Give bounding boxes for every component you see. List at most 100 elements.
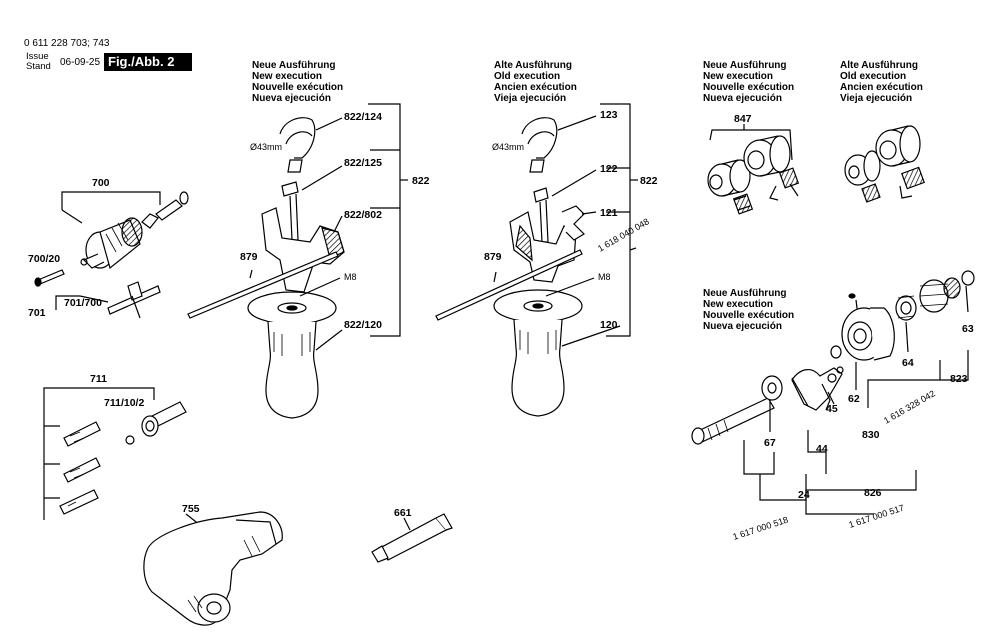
label-63: 63 — [962, 323, 974, 335]
label-711: 711 — [90, 373, 107, 385]
bearing-set-new-group — [707, 124, 800, 215]
header-line: Ancien exécution — [840, 82, 923, 93]
bearing-set-old-group — [844, 125, 925, 203]
label-62: 62 — [848, 393, 860, 405]
header-line: Old execution — [840, 71, 907, 82]
header-line: Neue Ausführung — [703, 60, 787, 71]
phillips-bit-icon — [63, 457, 101, 483]
screw-icon — [34, 269, 65, 287]
depth-rod-icon — [435, 249, 583, 321]
header-line: Alte Ausführung — [494, 60, 572, 71]
label-64: 64 — [902, 357, 914, 369]
bracket-847 — [709, 129, 793, 161]
label-m8-new: M8 — [344, 272, 357, 282]
header-old-execution-2: Alte Ausführung Old execution Ancien exé… — [840, 60, 923, 104]
bracket-701 — [55, 295, 80, 310]
label-830: 830 — [862, 429, 880, 441]
header-line: Nueva ejecución — [703, 321, 782, 332]
gear-icon — [919, 270, 975, 313]
retaining-ring-icon — [125, 435, 135, 445]
label-1617000518: 1 617 000 518 — [732, 515, 790, 542]
label-1618040048: 1 618 040 048 — [596, 216, 651, 253]
issue-label: Issue — [26, 51, 49, 62]
label-700: 700 — [92, 177, 110, 189]
label-45: 45 — [826, 403, 838, 415]
bracket-711 — [43, 387, 155, 520]
label-879-old: 879 — [484, 251, 502, 263]
bracket-822-new — [368, 103, 401, 337]
bit-holder-icon — [141, 401, 187, 437]
auxiliary-handle-old-group — [435, 103, 638, 417]
header-new-execution-3: Neue Ausführung New execution Nouvelle e… — [703, 288, 794, 332]
label-701-700: 701/700 — [64, 297, 102, 309]
chuck-key-icon — [107, 281, 161, 319]
clamp-band-icon — [279, 117, 343, 173]
bracket-822-old — [600, 103, 631, 337]
figure-badge: Fig./Abb. 2 — [104, 53, 192, 71]
figure-label: Fig./Abb. 2 — [108, 54, 175, 69]
bearing-ring-icon — [875, 125, 921, 167]
side-handle-icon — [247, 277, 343, 419]
spindle-icon — [691, 397, 775, 445]
header-line: Neue Ausführung — [703, 288, 787, 299]
header-line: New execution — [252, 71, 323, 82]
header-line: Neue Ausführung — [252, 60, 336, 71]
label-847: 847 — [734, 113, 752, 125]
label-701: 701 — [28, 307, 46, 319]
gear-shaft-assembly — [691, 270, 975, 515]
label-755: 755 — [182, 503, 200, 515]
header-line: Nouvelle exécution — [703, 82, 795, 93]
header-line: New execution — [703, 71, 774, 82]
depth-rod-icon — [187, 251, 339, 319]
label-122: 122 — [600, 163, 618, 175]
drill-chuck-group — [34, 191, 189, 319]
label-diameter-43-old: Ø43mm — [492, 142, 524, 152]
header-old-execution-1: Alte Ausführung Old execution Ancien exé… — [494, 60, 577, 104]
header-line: Alte Ausführung — [840, 60, 918, 71]
label-661: 661 — [394, 507, 412, 519]
label-823: 823 — [950, 373, 968, 385]
clamp-screw-icon — [533, 169, 597, 243]
label-1616328042: 1 616 328 042 — [882, 388, 937, 425]
header-line: New execution — [703, 299, 774, 310]
label-822-125: 822/125 — [344, 157, 382, 169]
drill-chuck-icon — [80, 191, 189, 270]
header-line: Ancien exécution — [494, 82, 577, 93]
side-handle-icon — [493, 277, 621, 417]
label-67: 67 — [764, 437, 776, 449]
bearing-ring-icon — [707, 159, 751, 197]
header-new-execution-2: Neue Ausführung New execution Nouvelle e… — [703, 60, 794, 104]
label-822-802: 822/802 — [344, 209, 382, 221]
header-line: Vieja ejecución — [840, 93, 913, 104]
doc-part-numbers: 0 611 228 703; 743 — [24, 38, 109, 49]
phillips-bit-icon — [63, 421, 101, 447]
header-line: Nueva ejecución — [703, 93, 782, 104]
label-879-new: 879 — [240, 251, 258, 263]
bracket-700 — [61, 191, 161, 210]
header-line: Nouvelle exécution — [252, 82, 344, 93]
slotted-bit-icon — [59, 489, 99, 515]
label-120: 120 — [600, 319, 618, 331]
label-44: 44 — [816, 443, 828, 455]
grease-tube-icon — [371, 513, 453, 563]
label-822-124: 822/124 — [344, 111, 382, 123]
label-822-120: 822/120 — [344, 319, 382, 331]
issue-stand-block: Issue Stand — [26, 52, 51, 72]
label-822-new: 822 — [412, 175, 430, 187]
doc-date: 06-09-25 — [60, 57, 101, 68]
label-822-old: 822 — [640, 175, 658, 187]
clamp-band-icon — [521, 115, 597, 173]
label-m8-old: M8 — [598, 272, 611, 282]
label-711-10-2: 711/10/2 — [104, 397, 144, 409]
label-826: 826 — [864, 487, 882, 499]
header-line: Nueva ejecución — [252, 93, 331, 104]
brush-icon — [861, 166, 925, 203]
label-diameter-43-new: Ø43mm — [250, 142, 282, 152]
clutch-lever-icon — [791, 366, 844, 411]
header-line: Vieja ejecución — [494, 93, 567, 104]
bearing-ring-icon — [743, 135, 791, 177]
header-line: Nouvelle exécution — [703, 310, 795, 321]
label-1617000517: 1 617 000 517 — [848, 503, 906, 530]
